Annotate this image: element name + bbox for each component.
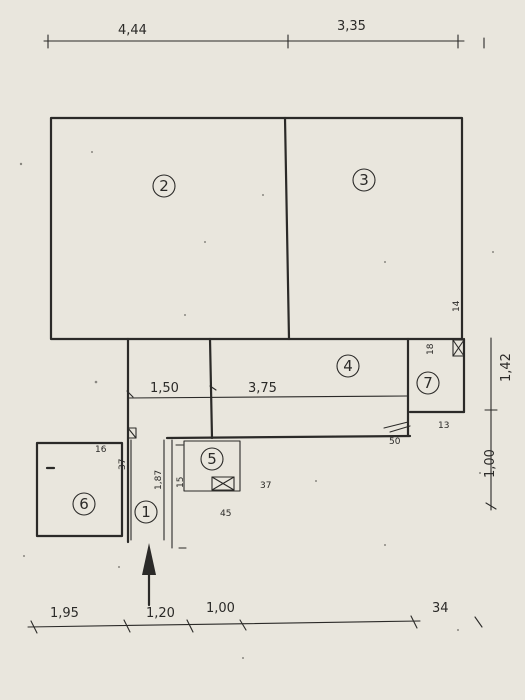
svg-text:5: 5	[207, 450, 217, 468]
dim-small-50: 50	[389, 437, 401, 447]
dim-bottom-1: 1,95	[50, 606, 79, 621]
dim-small-18: 18	[426, 343, 436, 355]
inner-dimension-line	[126, 385, 409, 399]
dim-top-right: 3,35	[337, 19, 366, 34]
svg-text:6: 6	[79, 495, 89, 513]
room-5-label: 5	[200, 447, 224, 471]
dim-small-14: 14	[452, 300, 462, 312]
dim-small-37b: 37	[260, 481, 271, 491]
cross-box-left	[127, 427, 137, 439]
room-5-walls	[183, 440, 241, 492]
dim-bottom-3: 1,00	[206, 601, 235, 616]
dim-right-lower: 1,00	[483, 449, 498, 478]
corridor-walls	[126, 337, 466, 544]
right-dimension-line	[484, 337, 498, 511]
dim-inner-2: 3,75	[248, 381, 277, 396]
dim-small-15: 15	[176, 477, 186, 488]
room-2-label: 2	[152, 174, 176, 198]
svg-text:2: 2	[159, 177, 169, 195]
room-6-walls	[35, 441, 124, 538]
room-7-label: 7	[416, 371, 440, 395]
dim-small-45: 45	[220, 509, 231, 519]
dim-inner-1: 1,50	[150, 381, 179, 396]
dim-top-left: 4,44	[118, 23, 147, 38]
room-1-walls	[130, 439, 187, 549]
top-dimension-line	[43, 34, 485, 49]
dim-bottom-4: 34	[432, 601, 449, 616]
svg-text:4: 4	[343, 357, 353, 375]
dim-small-16: 16	[95, 445, 107, 455]
dim-small-13: 13	[438, 421, 449, 431]
dim-right-upper: 1,42	[499, 353, 514, 382]
paper-speckles	[19, 151, 494, 659]
room-3-label: 3	[352, 168, 376, 192]
dim-small-37a: 37	[118, 459, 128, 470]
room-6-label: 6	[72, 492, 96, 516]
svg-text:1: 1	[141, 503, 151, 521]
bottom-dimension-line	[27, 615, 483, 634]
upper-rooms-walls	[49, 116, 464, 341]
room-1-label: 1	[134, 500, 158, 524]
room-4-label: 4	[336, 354, 360, 378]
svg-text:7: 7	[423, 374, 433, 392]
entrance-arrow	[142, 543, 156, 607]
cross-box-upper-right	[452, 339, 465, 357]
svg-text:3: 3	[359, 171, 369, 189]
dim-small-187: 1,87	[154, 470, 164, 490]
hatch-corner	[383, 421, 411, 433]
dim-bottom-2: 1,20	[146, 606, 175, 621]
